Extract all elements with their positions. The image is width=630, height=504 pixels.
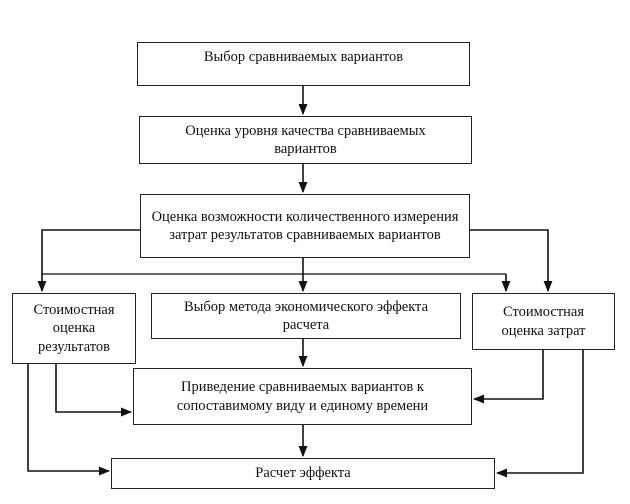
node-quality-level: Оценка уровня качества сравниваемых вари… (139, 116, 472, 164)
arrow-cost-results-to-effect (27, 364, 111, 476)
arrow-cost-expenses-to-effect (495, 350, 584, 478)
node-choose-variants: Выбор сравниваемых вариантов (137, 42, 470, 86)
node-measurement-possibility: Оценка возможности количественного измер… (140, 194, 470, 258)
arrow-measurement-to-cost-results (37, 229, 140, 293)
arrow-cost-results-to-bring (55, 364, 133, 417)
arrow-measurement-to-cost-expenses (470, 229, 553, 293)
node-effect-calc: Расчет эффекта (111, 458, 495, 489)
arrow-cost-expenses-to-bring (472, 350, 544, 404)
node-method-choice: Выбор метода экономического эффекта расч… (151, 293, 461, 339)
node-bring-comparable: Приведение сравниваемых вариантов к сопо… (133, 368, 472, 425)
node-cost-results: Стоимостная оценка результатов (12, 293, 136, 364)
node-cost-expenses: Стоимостная оценка затрат (472, 293, 615, 350)
